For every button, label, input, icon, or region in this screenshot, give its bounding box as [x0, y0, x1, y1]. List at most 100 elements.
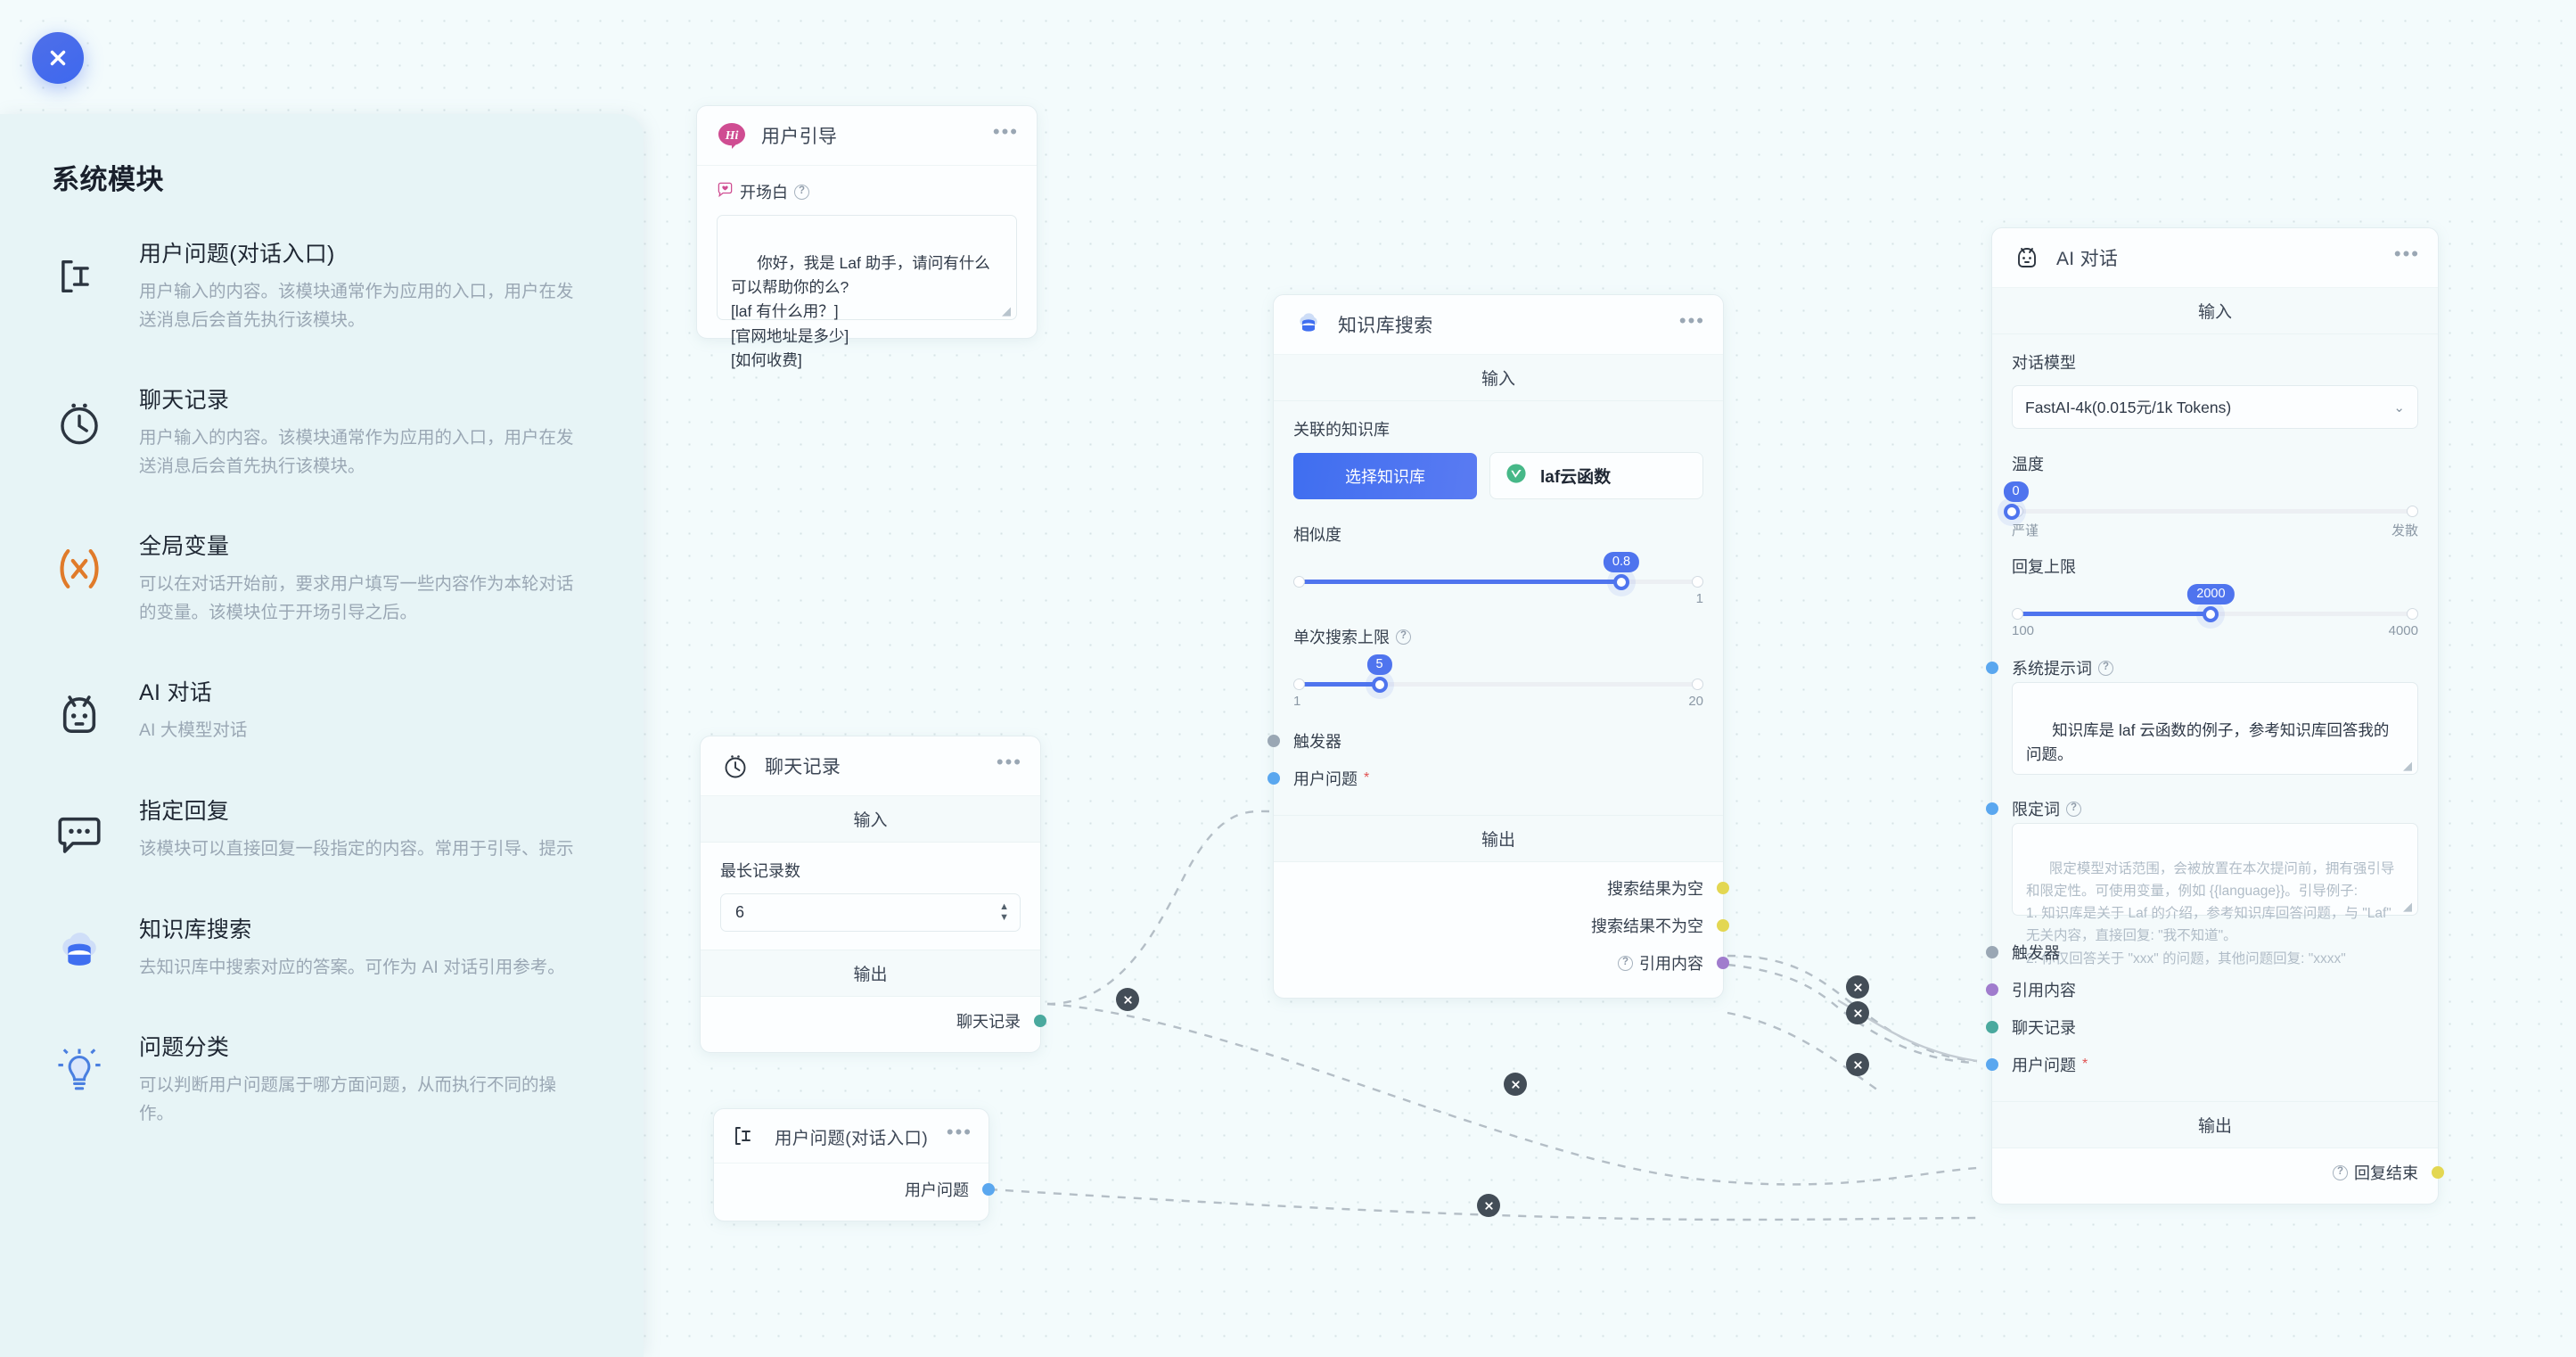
port-in-system-prompt[interactable]: 系统提示词 ? [1986, 654, 2418, 682]
node-header[interactable]: 聊天记录 ••• [701, 736, 1040, 796]
module-text: 用户问题(对话入口) 用户输入的内容。该模块通常作为应用的入口，用户在发送消息后… [139, 234, 594, 334]
port-in-quote[interactable]: 引用内容 [1986, 971, 2418, 1008]
port-dot-yellow[interactable] [1717, 919, 1729, 932]
port-out-quote[interactable]: ? 引用内容 [1293, 944, 1729, 982]
system-prompt-textarea[interactable]: 知识库是 laf 云函数的例子，参考知识库回答我的问题。 ◢ [2012, 682, 2418, 775]
sidebar-item-kb-search[interactable]: 知识库搜索 去知识库中搜索对应的答案。可作为 AI 对话引用参考。 [50, 910, 594, 1029]
node-title: 用户问题(对话入口) [775, 1128, 928, 1148]
select-kb-button[interactable]: 选择知识库 [1293, 452, 1477, 499]
sidebar-item-ai-chat[interactable]: AI 对话 AI 大模型对话 [50, 673, 594, 792]
model-select[interactable]: FastAI-4k(0.015元/1k Tokens) ⌄ [2012, 385, 2418, 429]
limit-slider[interactable]: 5 1 20 [1293, 654, 1703, 709]
limit-label: 单次搜索上限 ? [1293, 625, 1703, 648]
port-dot-gray[interactable] [1986, 946, 1998, 958]
port-dot-blue[interactable] [1267, 772, 1280, 785]
module-name: 聊天记录 [139, 388, 230, 414]
node-title: 用户引导 [761, 127, 838, 147]
tokens-slider[interactable]: 2000 100 4000 [2012, 584, 2418, 638]
port-dot-gray[interactable] [1267, 735, 1280, 747]
max-records-input[interactable]: 6 ▲ ▼ [720, 893, 1021, 932]
temperature-thumb[interactable] [2004, 504, 2020, 520]
help-icon[interactable]: ? [1396, 629, 1411, 645]
tokens-thumb[interactable] [2203, 606, 2219, 622]
node-menu-button[interactable]: ••• [946, 1121, 972, 1143]
edge-delete-button[interactable] [1846, 975, 1869, 999]
node-ai-chat[interactable]: AI 对话 ••• 输入 对话模型 FastAI-4k(0.015元/1k To… [1986, 227, 2444, 1205]
edge-delete-button[interactable] [1504, 1073, 1527, 1096]
edge-delete-button[interactable] [1846, 1001, 1869, 1024]
port-label: 搜索结果不为空 [1591, 917, 1703, 935]
port-dot-yellow[interactable] [2432, 1166, 2444, 1179]
resize-grip-icon[interactable]: ◢ [1002, 304, 1011, 317]
resize-grip-icon[interactable]: ◢ [2403, 900, 2412, 913]
node-header[interactable]: AI 对话 ••• [1992, 228, 2438, 288]
port-dot-purple[interactable] [1986, 983, 1998, 996]
port-in-user-question[interactable]: 用户问题* [1986, 1046, 2418, 1083]
port-out-user-question[interactable]: 用户问题 [734, 1171, 995, 1208]
port-dot-blue[interactable] [1986, 662, 1998, 674]
help-icon[interactable]: ? [2333, 1164, 2348, 1180]
help-icon[interactable]: ? [794, 184, 809, 200]
node-header[interactable]: Hi 用户引导 ••• [697, 106, 1037, 166]
stepper-down-icon[interactable]: ▼ [999, 912, 1009, 923]
sidebar-item-global-variable[interactable]: 全局变量 可以在对话开始前，要求用户填写一些内容作为本轮对话的变量。该模块位于开… [50, 527, 594, 673]
output-section-label: 输出 [1274, 815, 1723, 862]
similarity-thumb[interactable] [1613, 574, 1629, 590]
port-out-reply-done[interactable]: ? 回复结束 [2012, 1154, 2444, 1191]
port-dot-teal[interactable] [1034, 1015, 1046, 1027]
sidebar-item-question-classify[interactable]: 问题分类 可以判断用户问题属于哪方面问题，从而执行不同的操作。 [50, 1028, 594, 1174]
tokens-max-label: 4000 [2388, 623, 2418, 638]
node-menu-button[interactable]: ••• [2393, 243, 2420, 265]
edge-delete-button[interactable] [1846, 1053, 1869, 1076]
edge-delete-button[interactable] [1116, 988, 1139, 1011]
port-out-chat-history[interactable]: 聊天记录 [720, 1002, 1046, 1040]
limit-word-textarea[interactable]: 限定模型对话范围，会被放置在本次提问前，拥有强引导和限定性。可使用变量，例如 {… [2012, 823, 2418, 966]
port-in-trigger[interactable]: 触发器 [1267, 722, 1703, 760]
sidebar-item-user-question[interactable]: 用户问题(对话入口) 用户输入的内容。该模块通常作为应用的入口，用户在发送消息后… [50, 234, 594, 381]
help-icon[interactable]: ? [2066, 801, 2081, 817]
port-dot-blue[interactable] [1986, 1058, 1998, 1071]
resize-grip-icon[interactable]: ◢ [2403, 759, 2412, 772]
kb-chip-laf[interactable]: laf云函数 [1489, 452, 1703, 499]
module-desc: 用户输入的内容。该模块通常作为应用的入口，用户在发送消息后会首先执行该模块。 [139, 428, 574, 476]
limit-max-label: 20 [1688, 694, 1703, 709]
close-button[interactable] [32, 32, 84, 84]
node-output-body: 搜索结果为空 搜索结果不为空 ? 引用内容 [1274, 862, 1729, 998]
node-menu-button[interactable]: ••• [1678, 309, 1705, 332]
port-in-user-question[interactable]: 用户问题* [1267, 760, 1703, 797]
port-dot-yellow[interactable] [1717, 882, 1729, 894]
limit-thumb[interactable] [1371, 677, 1388, 693]
node-header[interactable]: 知识库搜索 ••• [1274, 295, 1723, 355]
node-chat-history[interactable]: 聊天记录 ••• 输入 最长记录数 6 ▲ ▼ 输出 聊天记录 [700, 736, 1046, 1053]
port-in-limit-word[interactable]: 限定词 ? [1986, 794, 2418, 823]
node-menu-button[interactable]: ••• [992, 120, 1019, 143]
port-in-chat-history[interactable]: 聊天记录 [1986, 1008, 2418, 1046]
similarity-slider[interactable]: 0.8 1 [1293, 552, 1703, 606]
port-out-not-empty[interactable]: 搜索结果不为空 [1293, 907, 1729, 944]
port-dot-blue[interactable] [982, 1183, 995, 1196]
port-in-trigger[interactable]: 触发器 [1986, 933, 2418, 971]
node-header[interactable]: 用户问题(对话入口) ••• [714, 1109, 989, 1164]
tokens-value-badge: 2000 [2187, 584, 2235, 605]
port-out-empty[interactable]: 搜索结果为空 [1293, 869, 1729, 907]
opening-textarea[interactable]: 你好，我是 Laf 助手，请问有什么可以帮助你的么? [laf 有什么用？] [… [717, 215, 1017, 369]
port-dot-blue[interactable] [1986, 802, 1998, 815]
stepper-up-icon[interactable]: ▲ [999, 901, 1009, 912]
port-dot-teal[interactable] [1986, 1021, 1998, 1033]
heart-chat-icon [717, 181, 734, 202]
help-icon[interactable]: ? [1618, 955, 1633, 971]
edge-delete-button[interactable] [1477, 1194, 1500, 1217]
node-kb-search[interactable]: 知识库搜索 ••• 输入 关联的知识库 选择知识库 laf云函数 相似度 [1267, 294, 1729, 999]
node-user-guide[interactable]: Hi 用户引导 ••• 开场白 ? 你好，我是 Laf 助手，请问有什么可以帮助… [696, 105, 1038, 369]
sidebar-item-fixed-reply[interactable]: 指定回复 该模块可以直接回复一段指定的内容。常用于引导、提示 [50, 792, 594, 910]
sidebar-item-chat-history[interactable]: 聊天记录 用户输入的内容。该模块通常作为应用的入口，用户在发送消息后会首先执行该… [50, 381, 594, 527]
temperature-slider[interactable]: 0 严谨 发散 [2003, 481, 2418, 539]
number-stepper[interactable]: ▲ ▼ [999, 901, 1009, 923]
port-label: 用户问题 [905, 1181, 969, 1199]
node-menu-button[interactable]: ••• [996, 751, 1022, 773]
database-cloud-icon [1293, 309, 1324, 340]
node-user-question[interactable]: 用户问题(对话入口) ••• 用户问题 [713, 1108, 995, 1221]
port-dot-purple[interactable] [1717, 957, 1729, 969]
input-section-label: 输入 [1992, 288, 2438, 334]
help-icon[interactable]: ? [2098, 660, 2113, 676]
